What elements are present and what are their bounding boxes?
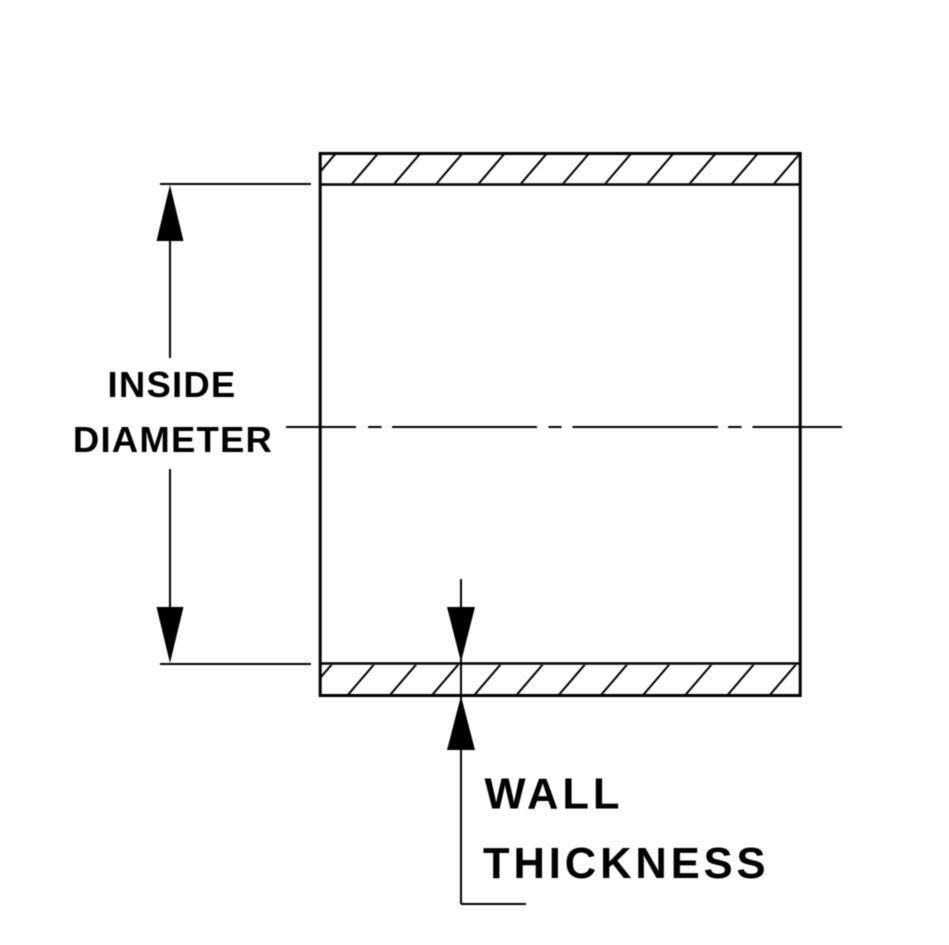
svg-text:THICKNESS: THICKNESS	[483, 840, 769, 888]
svg-text:WALL: WALL	[485, 770, 624, 818]
svg-text:INSIDE: INSIDE	[108, 364, 237, 405]
svg-text:DIAMETER: DIAMETER	[73, 419, 273, 460]
